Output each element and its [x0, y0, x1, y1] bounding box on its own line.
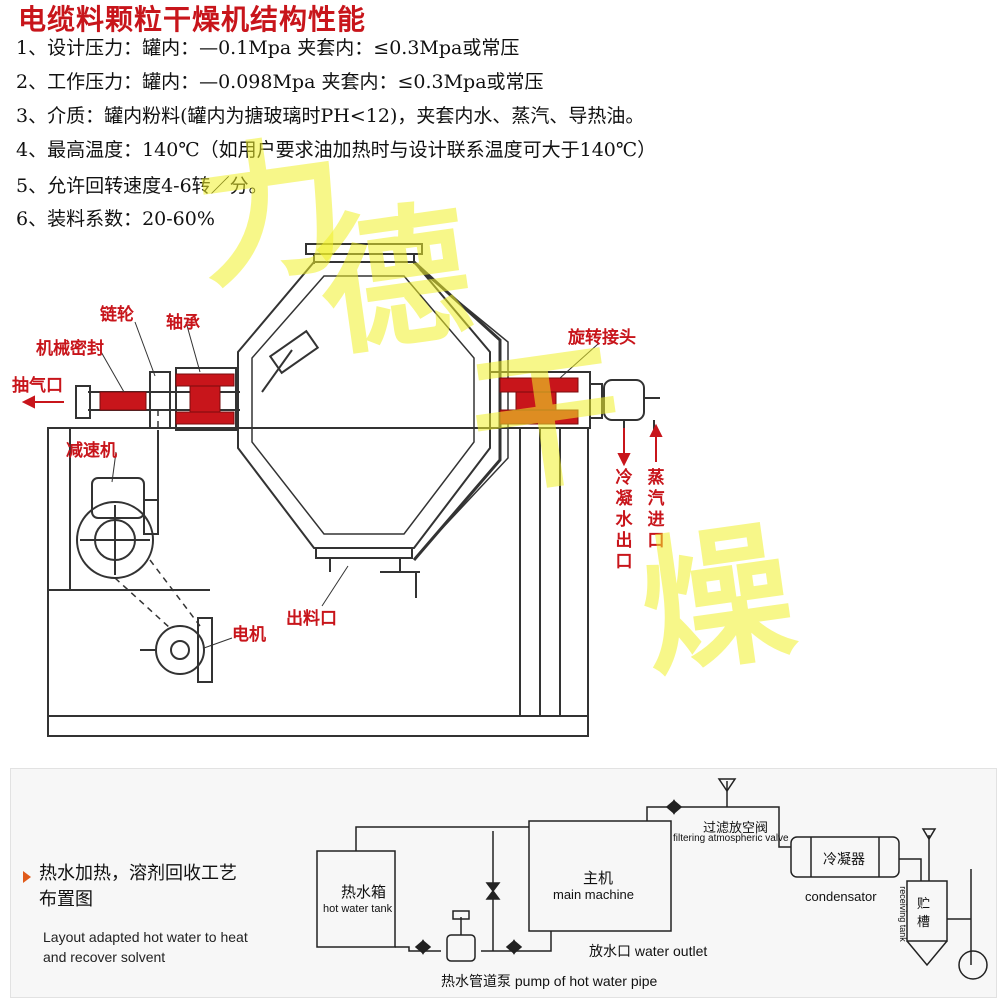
- page-title: 电缆料颗粒干燥机结构性能: [18, 3, 367, 36]
- label-bearing: 轴承: [166, 313, 200, 333]
- label-exhaust: 抽气口: [12, 376, 63, 396]
- label-steam-inlet: 蒸汽进口: [647, 468, 665, 551]
- pump-icon: [446, 934, 476, 962]
- valve-label-cn: 过滤放空阀: [703, 820, 769, 835]
- spec-item: 4、最高温度：140℃（如用户要求油加热时与设计联系温度可大于140℃）: [16, 139, 657, 161]
- label-rotary-joint: 旋转接头: [568, 328, 636, 348]
- dryer-drawing: [21, 243, 663, 737]
- vacuum-pump-icon: [958, 950, 988, 980]
- label-reducer: 减速机: [66, 441, 117, 461]
- label-mech-seal: 机械密封: [36, 339, 104, 359]
- spec-item: 1、设计压力：罐内：—0.1Mpa 夹套内：≤0.3Mpa或常压: [16, 37, 520, 59]
- left-shaft-seal: [99, 391, 147, 411]
- label-condensate-outlet: 冷凝水出口: [615, 468, 633, 572]
- receiver-label-cn: 贮槽: [917, 896, 931, 929]
- filter-valve-icon: [717, 778, 737, 793]
- bullet-icon: [23, 871, 31, 883]
- spec-item: 6、装料系数：20-60%: [16, 208, 215, 230]
- receiver-side-label: receiving tank: [897, 886, 908, 942]
- condenser-label-en: condensator: [805, 889, 877, 904]
- motor-outline: [155, 625, 205, 675]
- frame-outline: [47, 427, 589, 737]
- valve-label-en: filtering atmospheric valve: [673, 833, 789, 844]
- hot-water-tank-en: hot water tank: [323, 903, 393, 915]
- hot-water-tank-cn: 热水箱: [341, 884, 387, 901]
- process-layout-drawing: [23, 778, 988, 980]
- process-layout-panel: 热水加热，溶剂回收工艺布置图 Layout adapted hot water …: [10, 768, 997, 998]
- layout-title-en: Layout adapted hot water to heat and rec…: [43, 929, 248, 965]
- spec-item: 3、介质：罐内粉料(罐内为搪玻璃时PH<12)，夹套内水、蒸汽、导热油。: [16, 105, 645, 127]
- layout-title-cn: 热水加热，溶剂回收工艺布置图: [39, 863, 237, 910]
- condenser-label-cn: 冷凝器: [823, 851, 865, 867]
- condenser: [790, 836, 900, 878]
- label-discharge: 出料口: [286, 609, 337, 629]
- receiving-tank: [906, 880, 948, 942]
- label-motor: 电机: [232, 625, 266, 645]
- pump-label: 热水管道泵 pump of hot water pipe: [441, 973, 658, 989]
- main-machine-en: main machine: [553, 887, 634, 902]
- vessel-outline: [237, 261, 491, 549]
- label-sprocket: 链轮: [100, 305, 134, 325]
- main-machine-cn: 主机: [583, 870, 614, 887]
- water-outlet-label: 放水口 water outlet: [589, 943, 708, 959]
- spec-item: 2、工作压力：罐内：—0.098Mpa 夹套内：≤0.3Mpa或常压: [16, 71, 544, 93]
- spec-item: 5、允许回转速度4-6转／分。: [16, 175, 268, 197]
- main-machine: [528, 820, 672, 932]
